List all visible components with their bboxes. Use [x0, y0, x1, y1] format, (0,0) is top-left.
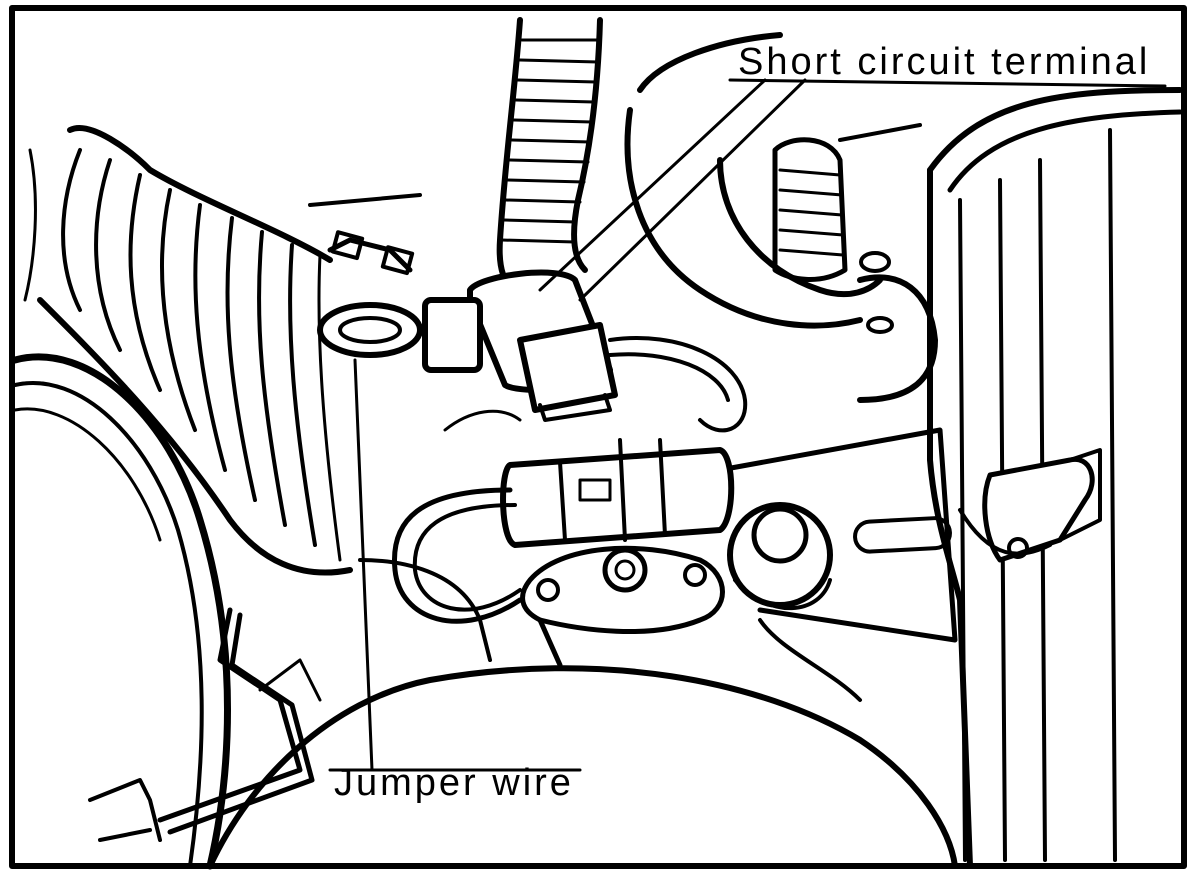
- mounting-bracket: [717, 427, 958, 643]
- harness-clamp-right: [958, 448, 1102, 563]
- jumper-wire: [537, 336, 748, 668]
- cylindrical-sensor: [500, 438, 735, 548]
- bent-coolant-pipe: [624, 32, 922, 329]
- terminal-ring-loop: [317, 230, 423, 358]
- corrugated-intake-duct: [23, 125, 353, 576]
- housing-clip-latch: [88, 607, 322, 842]
- air-cleaner-housing: [11, 353, 231, 870]
- label-jumper-wire: Jumper wire: [334, 762, 574, 804]
- sensor-mounting-plate: [520, 545, 725, 634]
- figure-border: [9, 5, 1187, 869]
- short-hose-stub: [772, 137, 848, 282]
- callout-leaders: [328, 78, 1167, 772]
- valve-cover-lower: [207, 193, 958, 869]
- hose-fitting: [857, 251, 938, 403]
- label-short-circuit-terminal: Short circuit terminal: [738, 41, 1150, 83]
- diagnostic-connector: [422, 269, 618, 422]
